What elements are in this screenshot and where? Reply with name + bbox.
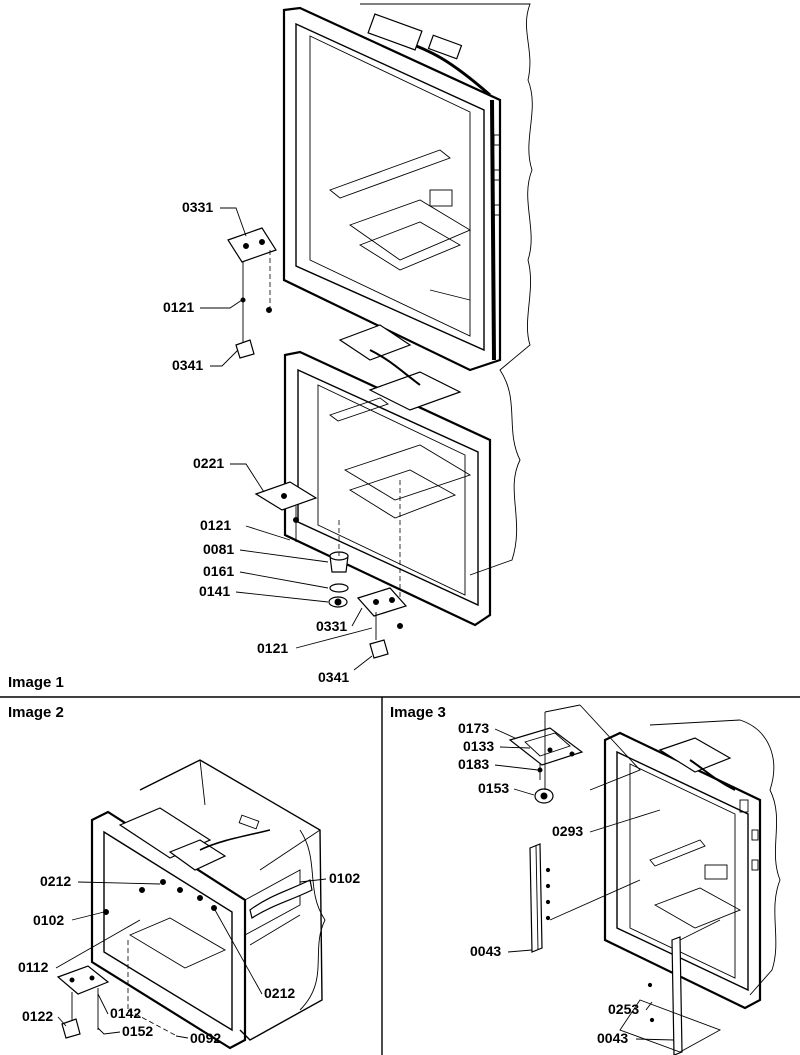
leader-0293 (589, 809, 661, 833)
label-0153: 0153 (478, 780, 509, 796)
leader-0212-a (77, 881, 161, 885)
label-0142: 0142 (110, 1005, 141, 1021)
leader-0331-b (351, 607, 363, 627)
label-0341-b: 0341 (318, 669, 349, 685)
leader-0102-b (71, 911, 105, 921)
leader-0142 (97, 993, 109, 1015)
label-0161: 0161 (203, 563, 234, 579)
label-0102-a: 0102 (329, 870, 360, 886)
leader-0341-b (353, 655, 373, 671)
label-0092: 0092 (190, 1030, 221, 1046)
leader-0161 (239, 571, 329, 589)
image2-caption: Image 2 (8, 704, 64, 721)
image2-labels: 0212 0102 0102 0112 0212 0122 0142 0152 … (18, 870, 360, 1046)
label-0152: 0152 (122, 1023, 153, 1039)
leader-0152 (97, 1027, 121, 1035)
label-0212-a: 0212 (40, 873, 71, 889)
leader-0183 (494, 764, 539, 771)
label-0043-b: 0043 (597, 1030, 628, 1046)
leader-0122 (57, 1016, 67, 1027)
leader-0341-a (210, 349, 239, 367)
label-0102-b: 0102 (33, 912, 64, 928)
label-0112: 0112 (18, 959, 49, 975)
leader-0043-b (635, 1038, 675, 1041)
label-0331-a: 0331 (182, 199, 213, 215)
label-0293: 0293 (552, 823, 583, 839)
leader-0141 (235, 591, 329, 603)
label-0121-c: 0121 (257, 640, 288, 656)
label-0121-a: 0121 (163, 299, 194, 315)
label-0341-a: 0341 (172, 357, 203, 373)
label-0212-b: 0212 (264, 985, 295, 1001)
image3-caption: Image 3 (390, 704, 446, 721)
label-0173: 0173 (458, 720, 489, 736)
label-0121-b: 0121 (200, 517, 231, 533)
image1-caption: Image 1 (8, 674, 64, 691)
leader-0133 (499, 746, 531, 749)
image3-illustration (508, 704, 781, 1055)
leader-0121-c (295, 627, 373, 649)
leader-0102-a (299, 878, 327, 883)
leader-0043-a (507, 949, 533, 953)
label-0183: 0183 (458, 756, 489, 772)
label-0253: 0253 (608, 1001, 639, 1017)
leader-0121-a (200, 299, 243, 309)
leader-0173 (494, 728, 516, 739)
image1-labels: 0331 0121 0341 0221 0121 0081 0161 0141 … (163, 199, 373, 685)
image2-illustration (56, 759, 326, 1050)
leader-0253 (645, 1001, 653, 1011)
label-0043-a: 0043 (470, 943, 501, 959)
label-0122: 0122 (22, 1008, 53, 1024)
label-0133: 0133 (463, 738, 494, 754)
leader-0153 (513, 788, 535, 796)
leader-0221 (230, 463, 265, 493)
leader-0331-a (220, 207, 247, 237)
label-0081: 0081 (203, 541, 234, 557)
label-0331-b: 0331 (316, 618, 347, 634)
label-0141: 0141 (199, 583, 230, 599)
leader-0212-b (214, 909, 263, 995)
label-0221: 0221 (193, 455, 224, 471)
leader-0112 (55, 919, 141, 969)
leader-0092 (175, 1035, 189, 1039)
leader-0081 (239, 549, 329, 563)
image1-illustration (227, 3, 533, 659)
image3-labels: 0173 0133 0183 0153 0293 0043 0253 0043 (458, 720, 675, 1046)
leader-0121-b (245, 525, 291, 541)
